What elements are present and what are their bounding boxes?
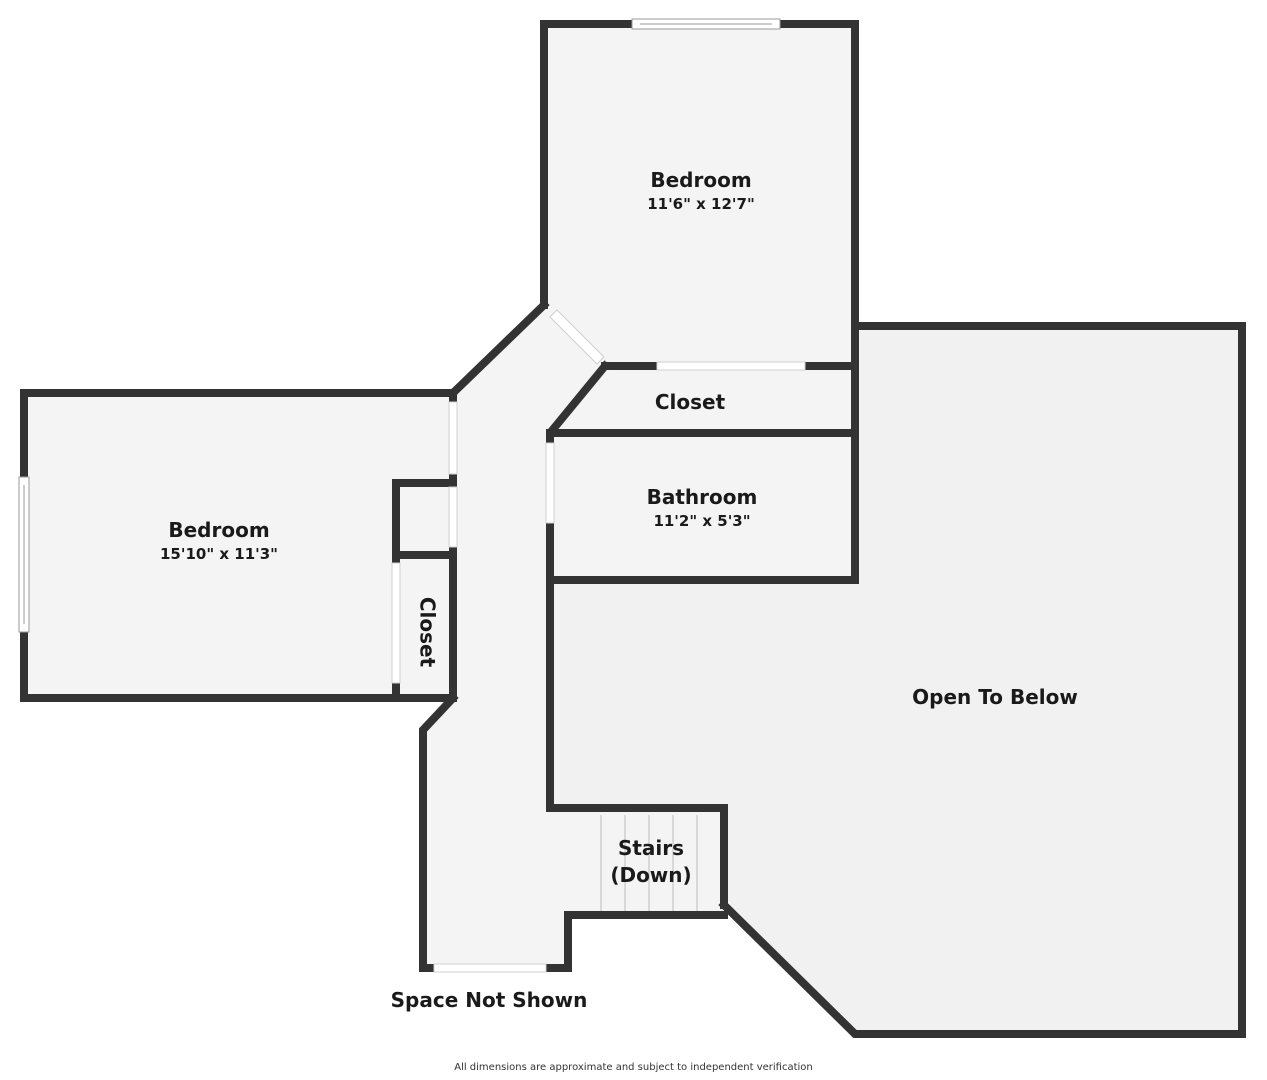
wall-bedroom-left: [20, 389, 457, 702]
opening-space-not-shown: [433, 963, 547, 973]
closet-top-floor: [550, 366, 855, 433]
bedroom-left-floor: [24, 393, 453, 698]
closet-left-name: Closet: [416, 597, 440, 668]
door-bedroom-top-closet: [656, 361, 806, 371]
wall-open-to-below: [718, 322, 1246, 1038]
door-bathroom: [545, 442, 555, 524]
room-labels: Bedroom 11'6" x 12'7" Closet Bathroom 11…: [160, 168, 1078, 1012]
open-to-below-name: Open To Below: [912, 685, 1078, 709]
stairs-name-line2: (Down): [610, 863, 691, 887]
room-fills: [24, 24, 1242, 1034]
bathroom-dims: 11'2" x 5'3": [653, 512, 750, 530]
stair-treads: [600, 815, 698, 912]
closet-left-floor: [396, 555, 453, 698]
bedroom-left-name: Bedroom: [168, 518, 269, 542]
bedroom-top-dims: 11'6" x 12'7": [647, 195, 755, 213]
bathroom-floor: [550, 433, 855, 580]
bedroom-top-name: Bedroom: [650, 168, 751, 192]
door-closet-left: [391, 562, 401, 684]
door-closet-niche: [448, 486, 458, 548]
space-not-shown-label: Space Not Shown: [391, 988, 588, 1012]
bedroom-left-dims: 15'10" x 11'3": [160, 545, 278, 563]
hallway-floor: [423, 305, 605, 968]
stairs-floor: [578, 812, 724, 915]
bedroom-top-floor: [544, 24, 855, 366]
door-bedroom-top-hall: [549, 309, 605, 365]
open-to-below-floor: [550, 326, 1242, 1034]
stairs-name-line1: Stairs: [618, 836, 684, 860]
bathroom-name: Bathroom: [647, 485, 758, 509]
wall-hall-upper-left: [447, 299, 550, 399]
door-bedroom-left-hall: [448, 401, 458, 475]
openings: [18, 18, 806, 973]
closet-top-name: Closet: [655, 390, 726, 414]
wall-hall-right: [546, 360, 728, 909]
disclaimer-text: All dimensions are approximate and subje…: [454, 1062, 813, 1073]
